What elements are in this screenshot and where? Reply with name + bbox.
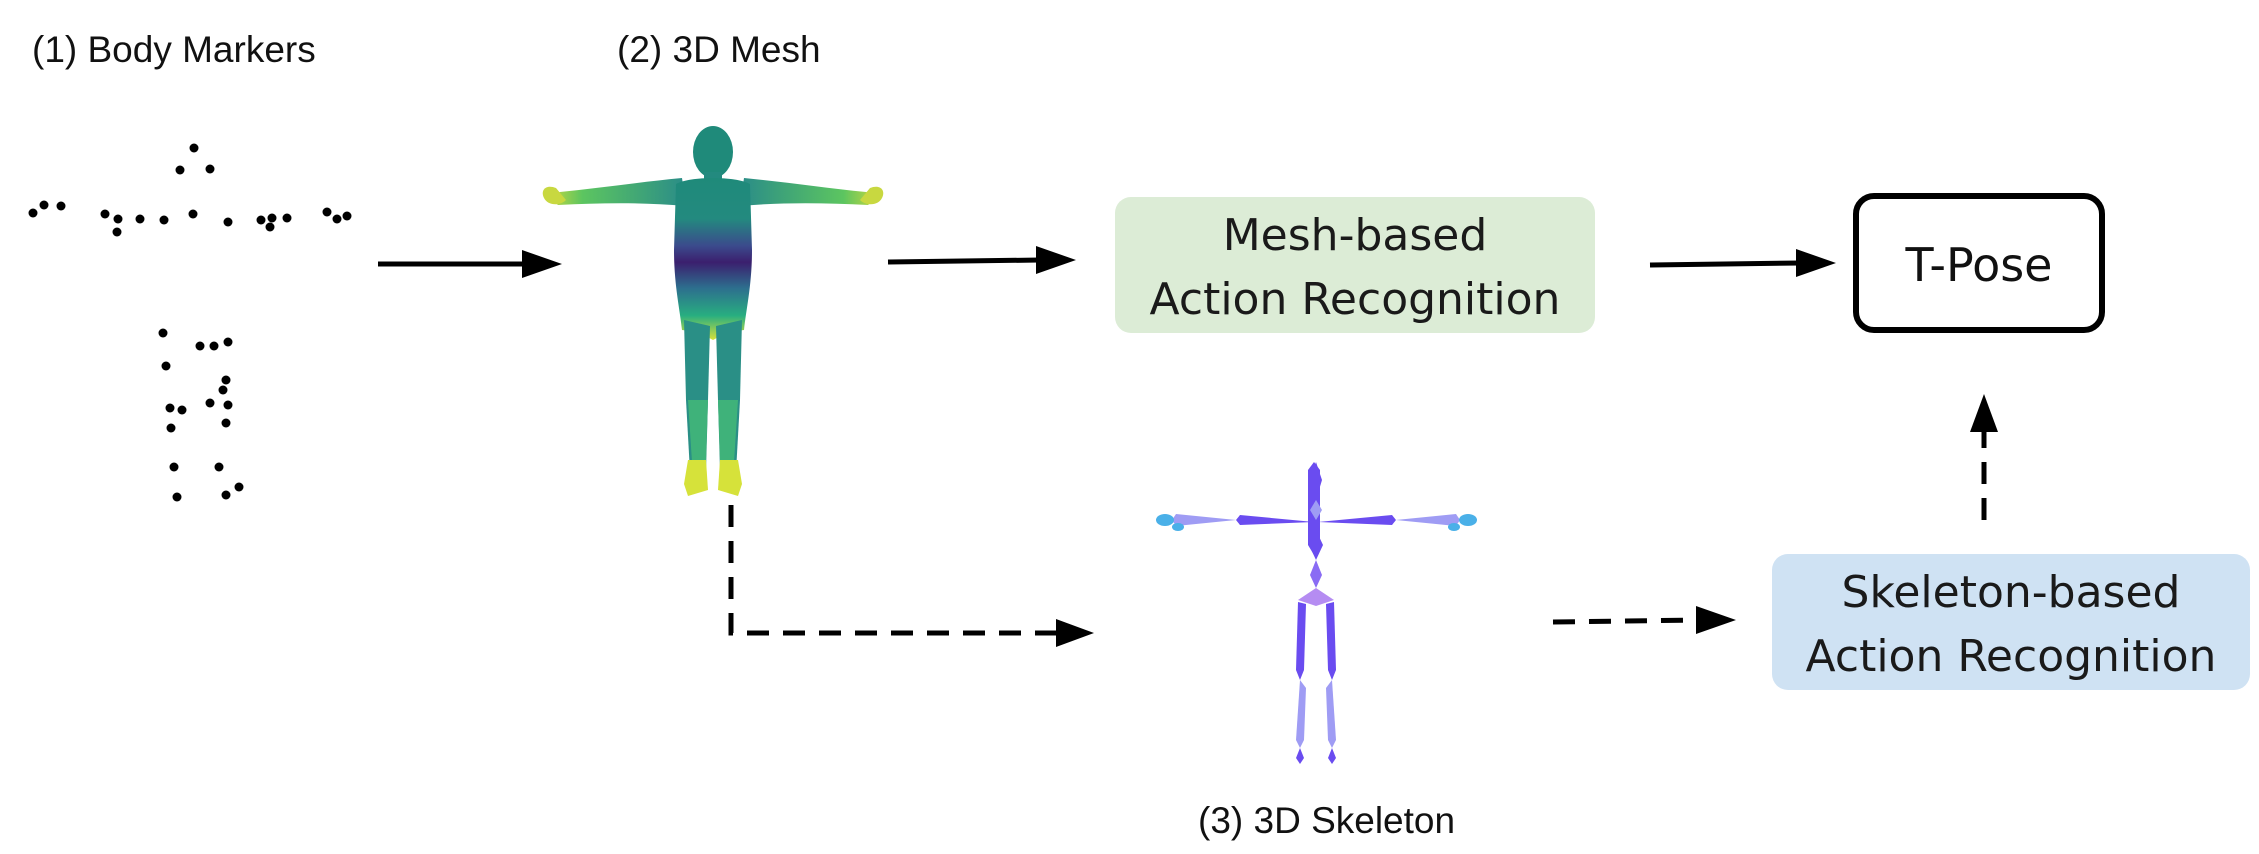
skeleton-based-action-recognition-box: Skeleton-based Action Recognition [1772,554,2250,690]
solid-arrowheads [522,246,1836,278]
human-mesh-icon [542,126,884,496]
mesh-box-line2: Action Recognition [1150,274,1561,325]
dashed-arrows [728,430,1987,636]
skeleton-box-line1: Skeleton-based [1842,567,2181,618]
body-markers-label: (1) Body Markers [32,29,316,70]
mesh-based-action-recognition-box: Mesh-based Action Recognition [1115,197,1595,333]
solid-arrows [378,257,1801,268]
t-pose-output-box: T-Pose [1853,193,2105,333]
mesh-label: (2) 3D Mesh [617,29,821,70]
skeleton-label: (3) 3D Skeleton [1198,800,1455,841]
marker-dots-icon [28,143,352,502]
skeleton-figure-icon [1156,462,1477,764]
mesh-box-line1: Mesh-based [1223,210,1488,261]
skeleton-box-line2: Action Recognition [1806,631,2217,682]
t-pose-label: T-Pose [1905,238,2053,292]
dashed-arrowheads [1056,394,1998,647]
